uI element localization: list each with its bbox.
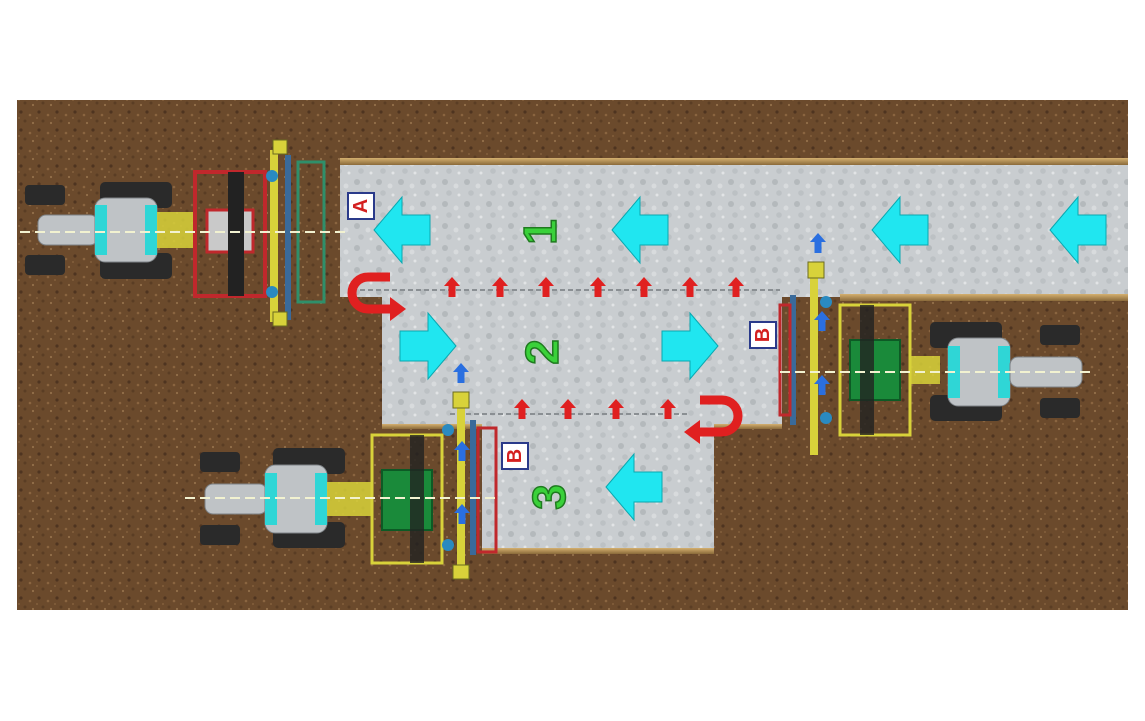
lift-arrow-icon xyxy=(814,375,830,395)
lift-arrow-icon xyxy=(454,441,470,461)
shift-arrow-icon xyxy=(728,277,744,297)
strip-edge xyxy=(340,158,1128,165)
shift-arrow-icon xyxy=(660,399,676,419)
u-turn-arrow-icon xyxy=(347,272,406,321)
strip-2-area xyxy=(382,297,782,427)
travel-direction-arrow-icon xyxy=(605,452,663,522)
travel-direction-arrow-icon xyxy=(611,195,669,265)
strip-edge xyxy=(840,294,1128,301)
tractor-icon xyxy=(25,182,195,279)
travel-direction-arrow-icon xyxy=(871,195,929,265)
u-turn-arrow-icon xyxy=(684,395,743,444)
shift-arrow-icon xyxy=(608,399,624,419)
strip-number-2: 2 xyxy=(516,339,568,365)
worked-area xyxy=(340,158,1128,554)
shift-arrow-icon xyxy=(590,277,606,297)
strip-number-3: 3 xyxy=(523,484,575,510)
travel-direction-arrow-icon xyxy=(661,311,719,381)
shift-arrow-icon xyxy=(560,399,576,419)
tractor-b-right-unit xyxy=(778,261,1095,455)
strip-1-area xyxy=(340,163,1128,297)
shift-arrow-icon xyxy=(444,277,460,297)
travel-direction-arrow-icon xyxy=(399,311,457,381)
shift-arrow-icon xyxy=(492,277,508,297)
strip-edge xyxy=(382,424,482,429)
strip-edge xyxy=(714,424,782,429)
machine-label-b-right: B xyxy=(752,328,774,342)
tractor-b-bottom-unit xyxy=(185,391,498,580)
machine-label-a: A xyxy=(350,199,372,213)
machine-label-b-bottom: B xyxy=(504,449,526,463)
shift-arrow-icon xyxy=(514,399,530,419)
label-b-right-box: B xyxy=(749,321,777,349)
lift-arrow-icon xyxy=(453,363,469,383)
lift-arrow-icon xyxy=(814,311,830,331)
travel-direction-arrow-icon xyxy=(373,195,431,265)
label-a-box: A xyxy=(347,192,375,220)
travel-direction-arrow-icon xyxy=(1049,195,1107,265)
strip-edge xyxy=(482,548,714,554)
tractor-a-unit xyxy=(20,139,350,327)
implement-b-right xyxy=(778,261,912,455)
implement-b-bottom xyxy=(370,391,498,580)
diagram-marks xyxy=(347,195,1107,524)
strip-number-1: 1 xyxy=(514,219,566,245)
lift-arrow-icon xyxy=(454,504,470,524)
lift-arrow-icon xyxy=(810,233,826,253)
label-b-bottom-box: B xyxy=(501,442,529,470)
shift-arrow-icon xyxy=(538,277,554,297)
shift-arrow-icon xyxy=(636,277,652,297)
shift-arrow-icon xyxy=(682,277,698,297)
